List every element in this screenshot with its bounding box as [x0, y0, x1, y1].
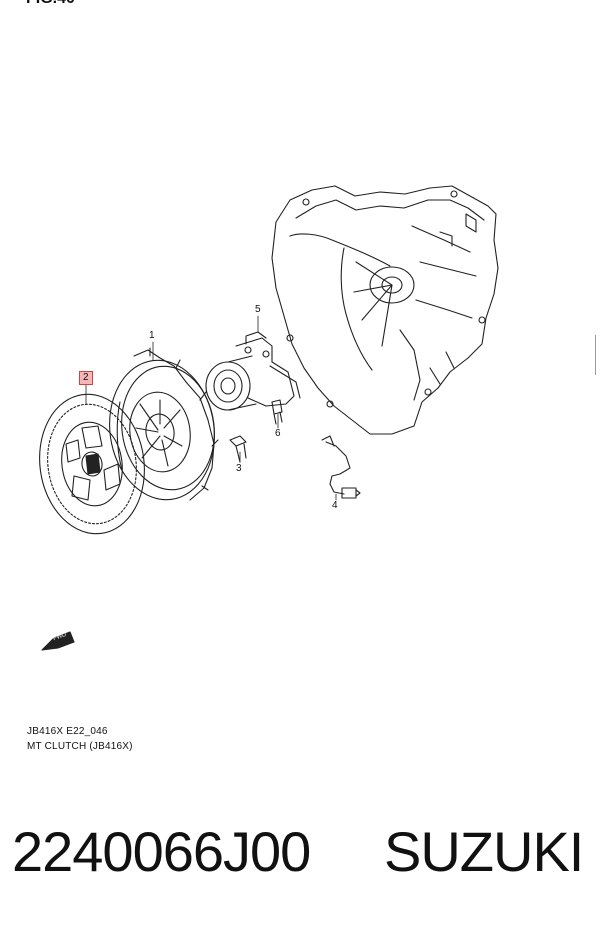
- product-footer: [0, 780, 600, 932]
- callout-2: 2: [79, 371, 93, 385]
- callout-3: 3: [236, 463, 242, 474]
- fwd-arrow: [41, 631, 75, 651]
- caption-code: JB416X E22_046: [27, 726, 108, 737]
- edge-mark: [595, 335, 600, 375]
- bolt: [229, 435, 247, 463]
- callout-6: 6: [275, 428, 281, 439]
- bleeder-bolt: [271, 399, 283, 425]
- leader-lines: [85, 315, 337, 501]
- callout-4: 4: [332, 500, 338, 511]
- clutch-pipe: [321, 435, 361, 499]
- part-number: 2240066J00: [12, 820, 311, 883]
- clutch-cover: [109, 347, 219, 501]
- brand-name: SUZUKI: [384, 820, 584, 883]
- clutch-diagram: FIG.40: [26, 0, 600, 752]
- release-bearing-cylinder: [205, 331, 301, 411]
- transmission-housing: [271, 185, 499, 435]
- clutch-disc: [39, 393, 145, 535]
- diagram-drawing: [39, 185, 499, 651]
- callout-5: 5: [255, 304, 261, 315]
- caption-title: MT CLUTCH (JB416X): [27, 741, 133, 752]
- figure-label: FIG.40: [26, 0, 75, 8]
- callout-1: 1: [149, 330, 155, 341]
